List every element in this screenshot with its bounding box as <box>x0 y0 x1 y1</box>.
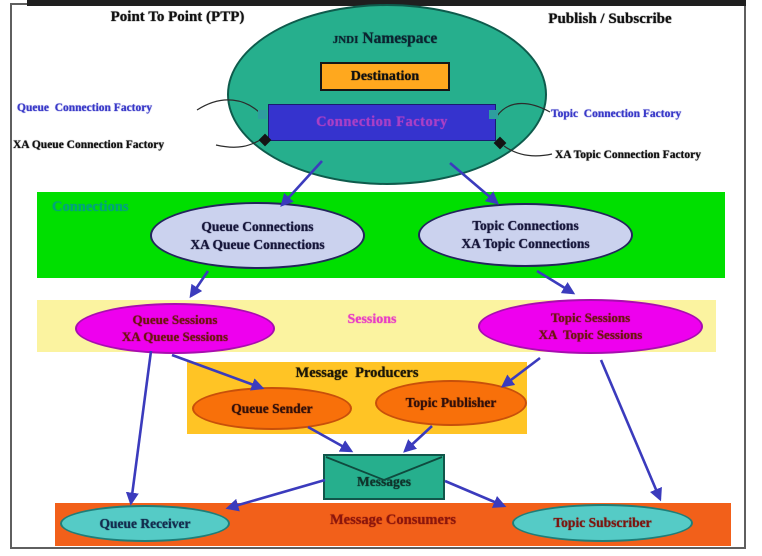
jndi-namespace-ellipse <box>227 4 547 185</box>
queue-sender-node: Queue Sender <box>192 387 352 430</box>
topic-subscriber-label: Topic Subscriber <box>553 515 652 531</box>
queue-connections-line1: Queue Connections <box>201 218 314 234</box>
label-xa-queue-connection-factory: XA Queue Connection Factory <box>13 139 165 151</box>
label-topic-connection-factory: Topic Connection Factory <box>551 108 682 120</box>
message-producers-label: Message Producers <box>295 365 419 381</box>
topic-publisher-label: Topic Publisher <box>405 395 497 411</box>
label-xa-topic-connection-factory: XA Topic Connection Factory <box>555 149 701 161</box>
topic-connections-line1: Topic Connections <box>472 218 579 234</box>
destination-box: Destination <box>320 62 450 91</box>
connection-factory-label: Connection Factory <box>316 114 448 130</box>
topic-connections-line2: XA Topic Connections <box>461 236 590 251</box>
queue-sessions-line1: Queue Sessions <box>132 311 218 327</box>
destination-label: Destination <box>350 68 420 84</box>
topic-sessions-line2: XA Topic Sessions <box>538 326 643 342</box>
queue-sessions-line2: XA Queue Sessions <box>121 328 229 344</box>
sessions-band-label: Sessions <box>347 312 397 327</box>
queue-connections-line2: XA Queue Connections <box>190 236 325 252</box>
queue-receiver-node: Queue Receiver <box>60 505 230 542</box>
topic-publisher-node: Topic Publisher <box>375 380 527 426</box>
top-bar <box>27 0 746 6</box>
topic-subscriber-node: Topic Subscriber <box>512 504 693 542</box>
messages-label: Messages <box>357 474 411 489</box>
jndi-acronym: JNDI <box>332 34 359 46</box>
connections-band-label: Connections <box>52 199 129 215</box>
label-queue-connection-factory: Queue Connection Factory <box>17 102 153 114</box>
topic-connections-node: Topic Connections XA Topic Connections <box>418 203 633 267</box>
message-consumers-label: Message Consumers <box>329 512 457 528</box>
queue-sender-label: Queue Sender <box>231 400 313 416</box>
heading-publish-subscribe: Publish / Subscribe <box>548 11 672 27</box>
topic-sessions-line1: Topic Sessions <box>550 309 631 325</box>
topic-sessions-node: Topic Sessions XA Topic Sessions <box>478 299 703 354</box>
queue-connections-node: Queue Connections XA Queue Connections <box>150 202 365 269</box>
queue-receiver-label: Queue Receiver <box>99 515 191 531</box>
connection-factory-box: Connection Factory <box>268 104 496 141</box>
queue-sessions-node: Queue Sessions XA Queue Sessions <box>75 303 275 354</box>
jndi-name: Namespace <box>362 30 438 47</box>
heading-point-to-point: Point To Point (PTP) <box>110 9 245 25</box>
